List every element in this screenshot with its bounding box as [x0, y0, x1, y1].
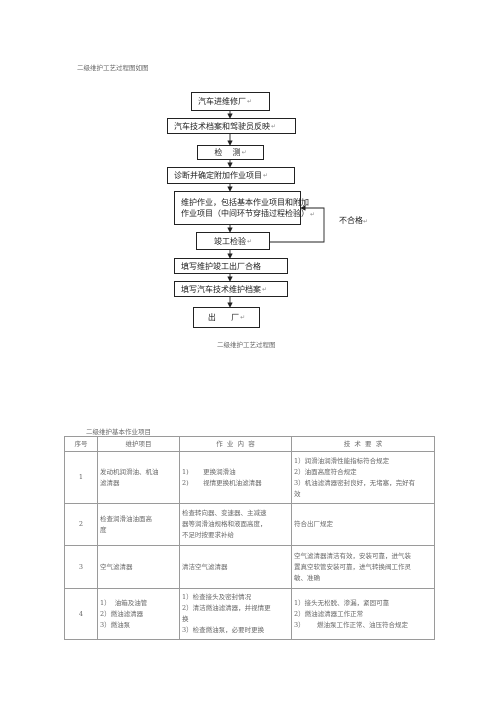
- return-mark-icon: ↵: [310, 210, 316, 218]
- content-cell: 1）检查接头及密封情况 2）清洁燃油滤清器，并视情更 换 3）检查燃油泵，必要时…: [179, 588, 292, 640]
- flow-step-7: 填写维护竣工出厂合格: [174, 258, 288, 274]
- flow-step-2: 汽车技术档案和驾驶员反映↵: [167, 118, 296, 134]
- row-number: 3: [64, 545, 98, 589]
- requirement-cell: 符合出厂规定: [291, 503, 435, 546]
- item-cell: 检查润滑油油面高 度: [97, 503, 180, 546]
- return-mark-icon: ↵: [241, 149, 247, 156]
- table-row: 2 检查润滑油油面高 度 检查转向器、变速器、主减速 器等润滑油规格和液面高度，…: [64, 503, 435, 546]
- flow-step-3: 检 测↵: [197, 145, 264, 160]
- table-title: 二级维护基本作业项目: [86, 428, 151, 436]
- return-mark-icon: ↵: [262, 285, 268, 293]
- return-mark-icon: ↵: [247, 98, 253, 105]
- item-cell: 空气滤清器: [97, 545, 180, 589]
- maintenance-table: 序号 维护项目 作 业 内 容 技 术 要 求 1 发动机润滑油、机油 滤清器 …: [64, 436, 435, 640]
- return-mark-icon: ↵: [263, 172, 269, 179]
- header-cell: 作 业 内 容: [179, 436, 292, 452]
- item-cell: 发动机润滑油、机油 滤清器: [97, 451, 180, 504]
- flow-caption: 二级维护工艺过程图: [217, 341, 276, 349]
- reject-loop-line: [270, 205, 325, 243]
- table-header-row: 序号 维护项目 作 业 内 容 技 术 要 求: [64, 436, 435, 452]
- return-mark-icon: ↵: [271, 122, 277, 130]
- return-mark-icon: ↵: [363, 218, 369, 225]
- content-cell: 1) 更换润滑油 2) 视情更换机油滤清器: [179, 451, 292, 504]
- intro-text: 二级维护工艺过程图如图: [77, 64, 149, 72]
- row-number: 1: [64, 451, 98, 504]
- flow-step-8: 填写汽车技术维护档案↵: [174, 281, 288, 297]
- return-mark-icon: ↵: [246, 237, 253, 245]
- row-number: 2: [64, 503, 98, 546]
- requirement-cell: 1）接头无松脱、渗漏，紧固可靠 2）燃油滤清器工作正常 3） 燃油泵工作正常、油…: [291, 588, 435, 640]
- item-cell: 1） 油箱及油管 2）燃油滤清器 3）燃油泵: [97, 588, 180, 640]
- row-number: 4: [64, 588, 98, 640]
- flow-step-4: 诊断并确定附加作业项目↵: [167, 167, 295, 184]
- return-mark-icon: ↵: [240, 314, 246, 321]
- header-cell: 序号: [64, 436, 98, 452]
- table-row: 4 1） 油箱及油管 2）燃油滤清器 3）燃油泵 1）检查接头及密封情况 2）清…: [64, 588, 435, 640]
- flow-step-6: 竣工检验↵: [196, 232, 270, 250]
- table-row: 1 发动机润滑油、机油 滤清器 1) 更换润滑油 2) 视情更换机油滤清器 1）…: [64, 451, 435, 504]
- reject-label: 不合格↵: [339, 216, 369, 225]
- content-cell: 清洁空气滤清器: [179, 545, 292, 589]
- requirement-cell: 空气滤清器清洁有效，安装可靠，进气装 置真空软管安装可靠，进气转换阀工作灵 敏、…: [291, 545, 435, 589]
- table-row: 3 空气滤清器 清洁空气滤清器 空气滤清器清洁有效，安装可靠，进气装 置真空软管…: [64, 545, 435, 589]
- flowchart-arrows: [227, 111, 325, 308]
- flow-step-5: 维护作业，包括基本作业项目和附加 作业项目（中间环节穿插过程检验）↵: [174, 191, 315, 225]
- header-cell: 维护项目: [97, 436, 180, 452]
- header-cell: 技 术 要 求: [291, 436, 435, 452]
- flow-step-9: 出 厂↵: [193, 307, 260, 328]
- content-cell: 检查转向器、变速器、主减速 器等润滑油规格和液面高度， 不足时按要求补给: [179, 503, 292, 546]
- requirement-cell: 1）润滑油润滑性能指标符合规定 2）油面高度符合规定 3）机油滤清器密封良好，无…: [291, 451, 435, 504]
- flow-step-1: 汽车进维修厂↵: [191, 92, 270, 111]
